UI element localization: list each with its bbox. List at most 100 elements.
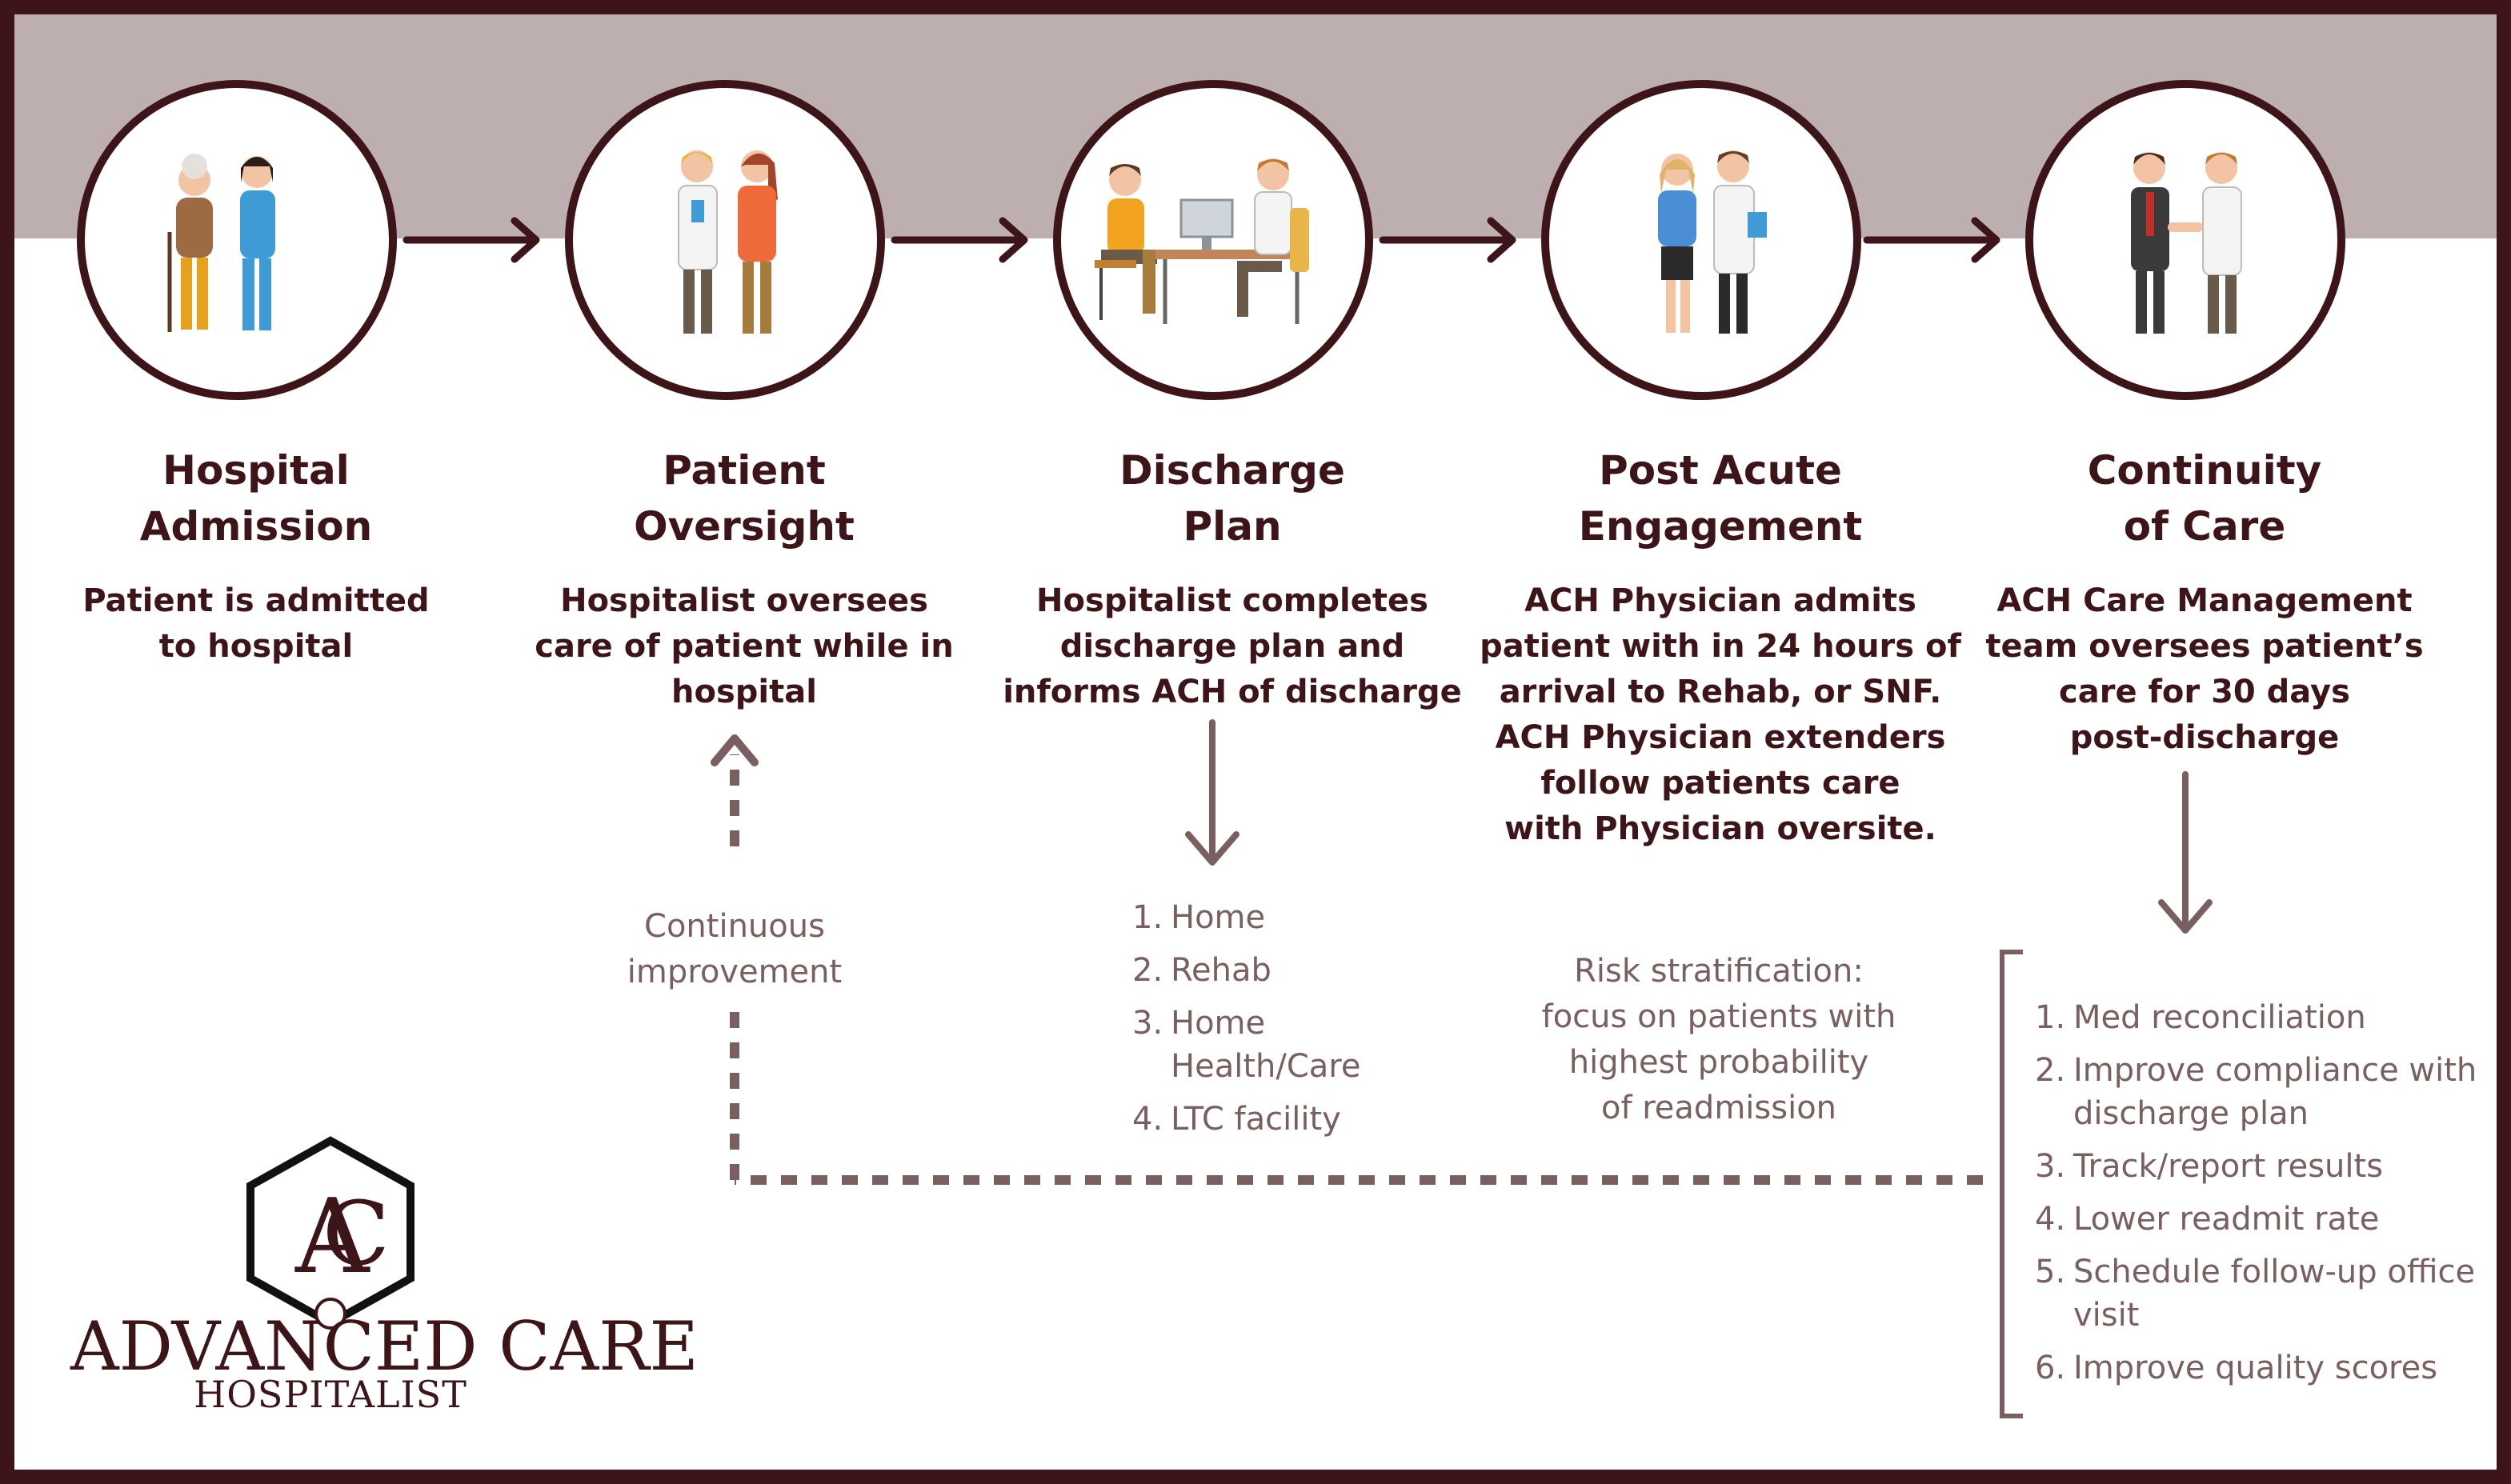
item-text: Rehab (1171, 952, 1272, 989)
step-title-line: Engagement (1578, 503, 1863, 550)
feedback-arrowhead (711, 734, 759, 766)
step-title-line: Discharge (1119, 447, 1345, 494)
step-title-discharge-plan: Discharge Plan (1008, 442, 1456, 554)
item-number: 2. (1132, 952, 1163, 989)
logo-subtitle: HOSPITALIST (194, 1373, 467, 1416)
desc-line: post-discharge (2069, 719, 2340, 756)
note-line: improvement (627, 954, 843, 990)
desc-line: Patient is admitted (82, 582, 430, 619)
continuity-down-arrow (2158, 771, 2213, 934)
care-outcomes-list: 1.Med reconciliation 2.Improve complianc… (2035, 996, 2479, 1399)
step-title-line: Patient (663, 447, 826, 494)
item-text: Improve quality scores (2073, 1350, 2438, 1386)
step-title-line: of Care (2123, 503, 2286, 550)
step-desc-hospital-admission: Patient is admitted to hospital (14, 578, 504, 670)
list-item: 3.Home Health/Care (1132, 1002, 1372, 1088)
item-number: 5. (2035, 1254, 2066, 1290)
item-text: Schedule follow-up office visit (2073, 1254, 2476, 1334)
logo-letter-c: C (322, 1182, 390, 1285)
step-desc-patient-oversight: Hospitalist oversees care of patient whi… (496, 578, 992, 715)
desk-computer (1155, 198, 1308, 324)
seated-doctor-figure (1237, 158, 1309, 317)
desc-line: discharge plan and (1059, 628, 1405, 665)
item-number: 6. (2035, 1350, 2066, 1386)
desc-line: care of patient while in (535, 628, 954, 665)
discharge-down-arrow (1185, 719, 1239, 866)
note-line: highest probability (1568, 1044, 1869, 1081)
flow-arrow-1 (402, 217, 540, 263)
discharge-options-list: 1.Home 2.Rehab 3.Home Health/Care 4.LTC … (1132, 896, 1372, 1150)
desc-line: with Physician oversite. (1504, 810, 1936, 847)
elderly-patient-figure (167, 154, 213, 332)
note-line: focus on patients with (1541, 998, 1896, 1035)
step-title-continuity-of-care: Continuity of Care (1980, 442, 2429, 554)
step-title-line: Oversight (634, 503, 855, 550)
nurse-figure (240, 156, 275, 330)
desc-line: hospital (671, 674, 817, 710)
list-item: 1.Home (1132, 896, 1372, 939)
step-title-line: Hospital (162, 447, 350, 494)
step-title-post-acute-engagement: Post Acute Engagement (1496, 442, 1944, 554)
item-text: Track/report results (2073, 1148, 2384, 1185)
desc-line: team oversees patient’s (1985, 628, 2424, 665)
logo-name: ADVANCED CARE (70, 1307, 699, 1386)
note-line: Risk stratification: (1574, 953, 1864, 990)
item-number: 4. (2035, 1201, 2066, 1238)
step-title-line: Post Acute (1599, 447, 1842, 494)
businessman-figure (2131, 152, 2169, 334)
desc-line: to hospital (158, 628, 354, 665)
step-title-line: Plan (1183, 503, 1282, 550)
step-desc-post-acute-engagement: ACH Physician admits patient with in 24 … (1472, 578, 1968, 852)
item-text: Lower readmit rate (2073, 1201, 2380, 1238)
desc-line: Hospitalist completes (1036, 582, 1428, 619)
list-item: 4.Lower readmit rate (2035, 1198, 2479, 1241)
item-number: 2. (2035, 1052, 2066, 1089)
handshake-hands (2168, 222, 2203, 232)
step-desc-continuity-of-care: ACH Care Management team oversees patien… (1956, 578, 2453, 761)
item-number: 3. (1132, 1005, 1163, 1042)
doctor-patient-icon (565, 80, 885, 400)
patient-nurse-icon (77, 80, 397, 400)
step-title-line: Admission (139, 503, 373, 550)
item-number: 3. (2035, 1148, 2066, 1185)
item-text: Improve compliance with discharge plan (2073, 1052, 2477, 1132)
item-text: Home (1171, 899, 1266, 936)
list-item: 4.LTC facility (1132, 1098, 1372, 1141)
physician-figure (1713, 150, 1767, 334)
feedback-loop (730, 754, 1983, 1185)
desc-line: follow patients care (1540, 765, 1900, 802)
desc-line: Hospitalist oversees (560, 582, 928, 619)
doctor-figure (2202, 152, 2242, 334)
item-number: 1. (2035, 999, 2066, 1036)
list-item: 2.Improve compliance with discharge plan (2035, 1049, 2479, 1135)
female-patient-figure (738, 150, 778, 334)
desc-line: ACH Physician extenders (1495, 719, 1946, 756)
outcomes-bracket (2000, 950, 2023, 1418)
caduceus-icon (314, 1298, 346, 1330)
handshake-icon (2025, 80, 2345, 400)
item-text: LTC facility (1171, 1101, 1341, 1138)
flow-arrow-4 (1863, 217, 2000, 263)
note-line: Continuous (644, 908, 825, 945)
list-item: 6.Improve quality scores (2035, 1346, 2479, 1390)
desc-line: informs ACH of discharge (1003, 674, 1462, 710)
list-item: 5.Schedule follow-up office visit (2035, 1250, 2479, 1337)
flow-arrow-3 (1379, 217, 1516, 263)
step-title-hospital-admission: Hospital Admission (32, 442, 480, 554)
step-desc-discharge-plan: Hospitalist completes discharge plan and… (984, 578, 1480, 715)
item-number: 1. (1132, 899, 1163, 936)
woman-patient-figure (1658, 154, 1696, 333)
risk-stratification-note: Risk stratification: focus on patients w… (1503, 949, 1935, 1131)
doctor-figure (678, 150, 718, 334)
logo-monogram: A C (246, 1136, 414, 1330)
flow-arrows (402, 217, 2000, 263)
desc-line: ACH Physician admits (1524, 582, 1916, 619)
consultation-desk-icon (1053, 80, 1373, 400)
list-item: 1.Med reconciliation (2035, 996, 2479, 1039)
desc-line: ACH Care Management (1996, 582, 2413, 619)
physician-patient-icon (1541, 80, 1861, 400)
note-line: of readmission (1600, 1090, 1837, 1126)
item-text: Med reconciliation (2073, 999, 2366, 1036)
connectors (402, 217, 2213, 1418)
